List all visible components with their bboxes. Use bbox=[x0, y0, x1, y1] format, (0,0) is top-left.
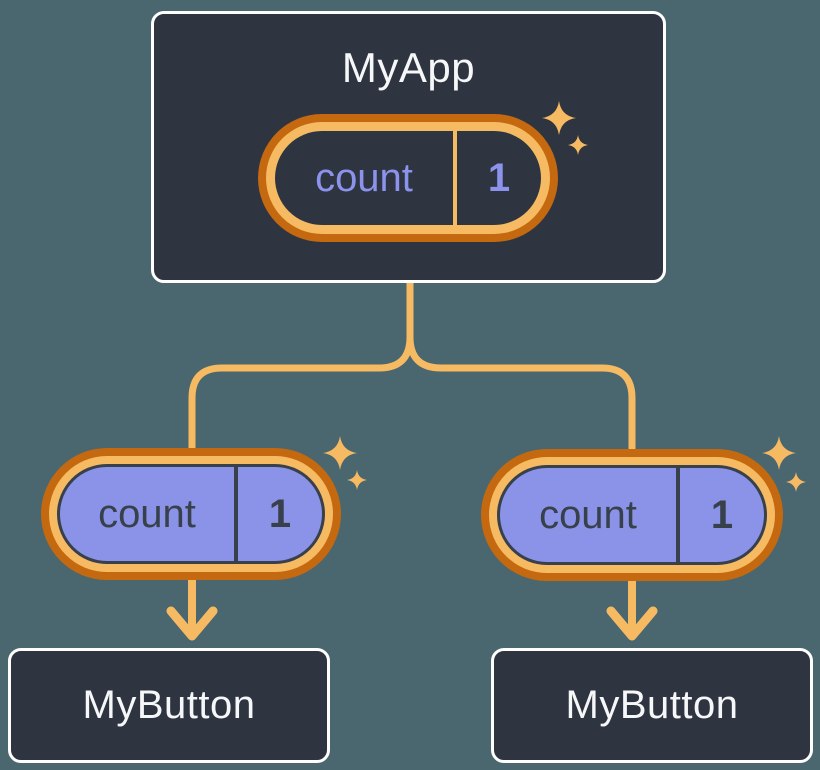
pill-value: 1 bbox=[710, 492, 734, 537]
sparkle-icon bbox=[762, 436, 796, 470]
pill-divider bbox=[234, 467, 238, 561]
root-component-title: MyApp bbox=[341, 44, 476, 91]
sparkle-icon bbox=[786, 472, 806, 492]
child-component-label: MyButton bbox=[82, 683, 256, 727]
pill-value: 1 bbox=[268, 491, 292, 536]
sparkle-icon bbox=[347, 470, 367, 490]
connector-left-branch bbox=[188, 279, 414, 453]
pill-key: count bbox=[98, 491, 196, 536]
child-component-box-right: MyButton bbox=[491, 648, 813, 763]
arrow-right-head bbox=[606, 606, 658, 641]
child-component-label: MyButton bbox=[565, 683, 739, 727]
pill-key: count bbox=[315, 155, 413, 200]
sparkle-icon bbox=[323, 436, 357, 470]
prop-pill-right: count 1 bbox=[500, 468, 764, 562]
pill-value: 1 bbox=[487, 155, 511, 200]
pill-key: count bbox=[539, 492, 637, 537]
state-pill-root: count 1 bbox=[275, 131, 541, 225]
pill-divider bbox=[453, 131, 457, 225]
child-component-box-left: MyButton bbox=[8, 648, 330, 763]
connector-right-branch bbox=[406, 279, 636, 453]
arrow-left-head bbox=[166, 606, 218, 641]
pill-divider bbox=[676, 468, 680, 562]
prop-pill-left: count 1 bbox=[60, 467, 322, 561]
